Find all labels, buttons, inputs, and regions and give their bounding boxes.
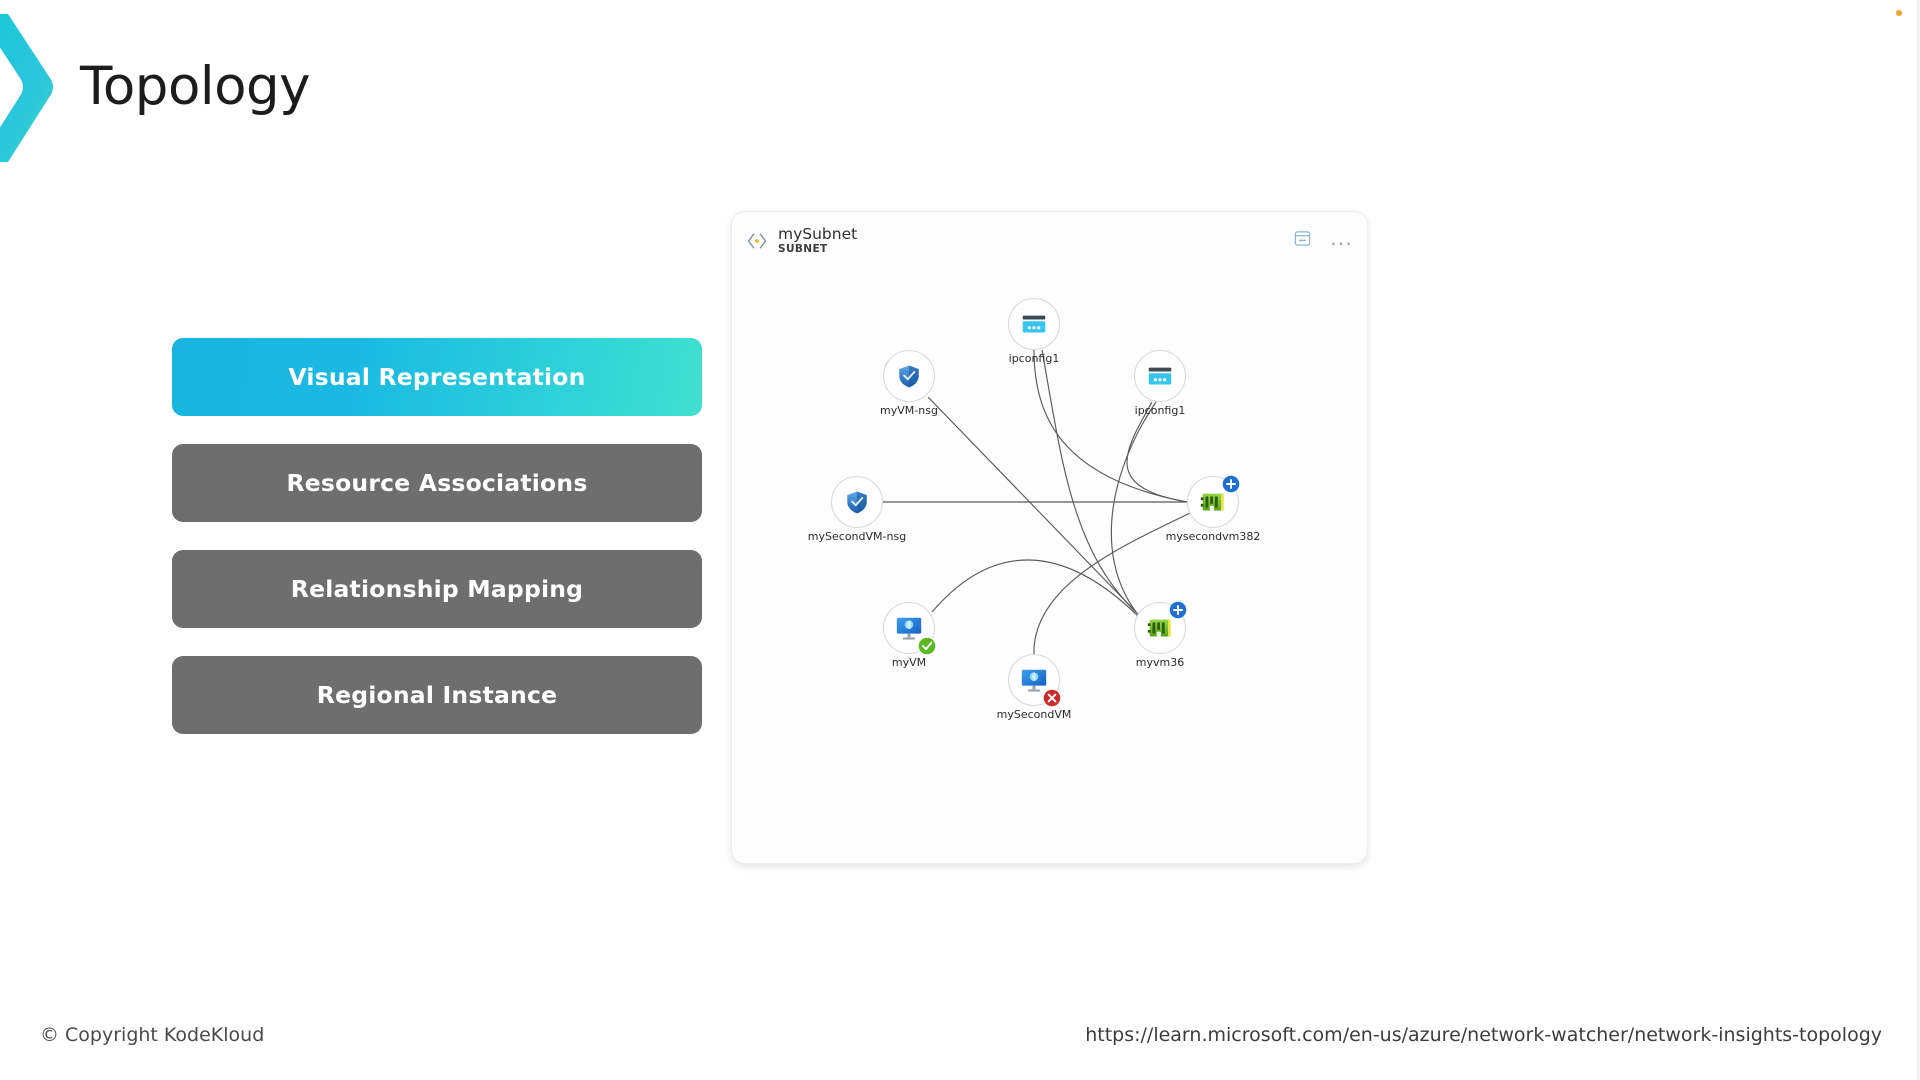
nic-icon (1200, 493, 1224, 511)
topology-panel-subtitle: SUBNET (778, 243, 828, 256)
status-badge-check (918, 637, 936, 655)
subnet-icon (747, 233, 767, 249)
topology-node-myvm36[interactable]: myvm36 (1133, 601, 1187, 669)
nav-button-resource-associations[interactable]: Resource Associations (172, 444, 702, 522)
chevron-logo-icon (0, 14, 53, 162)
topology-node-label: myVM (892, 656, 926, 669)
corner-dot-icon (1896, 10, 1902, 16)
topology-node-label: ipconfig1 (1135, 404, 1186, 417)
nav-button-list: Visual Representation Resource Associati… (172, 338, 702, 762)
status-badge-plus (1222, 475, 1240, 493)
topology-panel: mySubnet SUBNET ... (731, 211, 1368, 864)
page-title: Topology (80, 56, 311, 117)
topology-node-label: mysecondvm382 (1166, 530, 1261, 543)
topology-panel-title: mySubnet (778, 225, 858, 243)
edge-myvm-myvm36 (931, 559, 1139, 617)
edge-ipconfig1a-myvm36 (1041, 349, 1139, 615)
nav-button-relationship-mapping[interactable]: Relationship Mapping (172, 550, 702, 628)
topology-node-ipconfig1-b[interactable]: ipconfig1 (1133, 349, 1187, 418)
footer-copyright: © Copyright KodeKloud (40, 1024, 265, 1046)
topology-panel-actions: ... (1294, 229, 1353, 248)
status-badge-plus (1169, 601, 1187, 619)
nic-icon (1147, 619, 1171, 637)
ipconfig-icon (1022, 315, 1046, 333)
ipconfig-icon (1148, 367, 1172, 385)
right-rail (1917, 0, 1920, 1080)
edge-mysecondvm-mysecondvm382 (1033, 511, 1193, 655)
topology-node-label: mySecondVM-nsg (808, 530, 906, 543)
topology-graph[interactable]: ipconfig1 ipconfig1 myVM-nsg mySecondVM-… (732, 212, 1369, 865)
topology-node-label: myvm36 (1136, 656, 1184, 669)
topology-node-mysecondvm[interactable]: mySecondVM (997, 653, 1072, 722)
status-badge-error (1043, 689, 1061, 707)
nav-button-regional-instance[interactable]: Regional Instance (172, 656, 702, 734)
topology-node-label: ipconfig1 (1009, 352, 1060, 365)
topology-node-ipconfig1-a[interactable]: ipconfig1 (1007, 297, 1061, 366)
nav-button-visual-representation[interactable]: Visual Representation (172, 338, 702, 416)
topology-edges (883, 349, 1193, 655)
topology-node-mysecondvm382[interactable]: mysecondvm382 (1166, 475, 1261, 543)
topology-node-label: mySecondVM (997, 708, 1072, 721)
footer-source-url: https://learn.microsoft.com/en-us/azure/… (1085, 1024, 1882, 1046)
collapse-icon[interactable] (1294, 230, 1311, 247)
edge-ipconfig1a-mysecondvm382 (1033, 349, 1188, 503)
topology-node-mysecondvm-nsg[interactable]: mySecondVM-nsg (808, 475, 906, 544)
topology-panel-header: mySubnet SUBNET (746, 226, 857, 255)
edge-ipconfig1b-mysecondvm382 (1126, 401, 1188, 503)
topology-node-myvm-nsg[interactable]: myVM-nsg (880, 349, 938, 418)
topology-node-label: myVM-nsg (880, 404, 938, 417)
edge-myvmnsg-myvm36 (927, 396, 1137, 613)
edge-ipconfig1b-myvm36 (1110, 401, 1157, 613)
topology-node-myvm[interactable]: myVM (882, 601, 936, 670)
